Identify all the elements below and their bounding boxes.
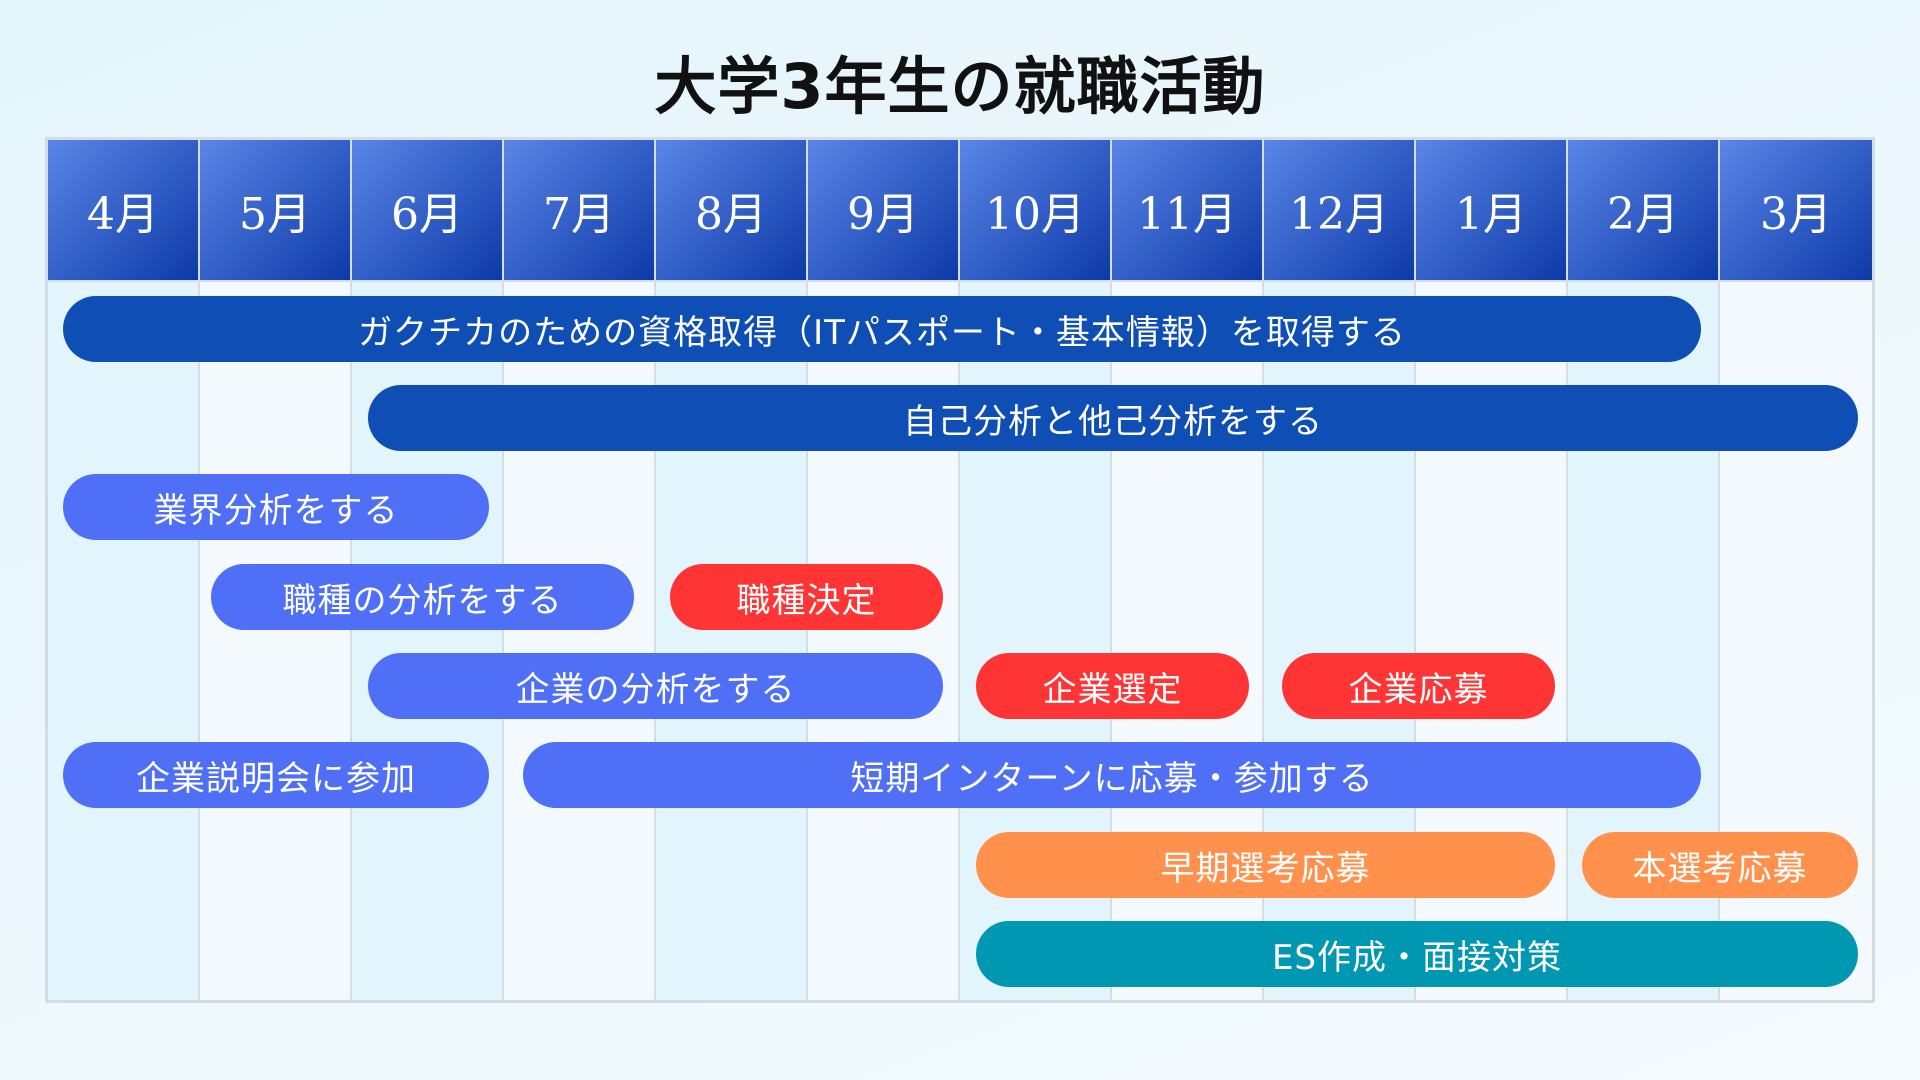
month-header: 6月 [352, 140, 504, 282]
month-header: 2月 [1568, 140, 1720, 282]
month-header: 4月 [48, 140, 200, 282]
task-bar: 企業応募 [1282, 653, 1555, 719]
month-header: 7月 [504, 140, 656, 282]
task-bar: 本選考応募 [1582, 832, 1858, 898]
task-bar: 自己分析と他己分析をする [368, 385, 1858, 451]
task-bar: 職種決定 [670, 564, 943, 630]
task-bar: ガクチカのための資格取得（ITパスポート・基本情報）を取得する [63, 296, 1701, 362]
task-bar: ES作成・面接対策 [976, 921, 1858, 987]
task-bar: 短期インターンに応募・参加する [523, 742, 1701, 808]
task-bar: 早期選考応募 [976, 832, 1555, 898]
month-header: 10月 [960, 140, 1112, 282]
month-header: 8月 [656, 140, 808, 282]
month-column [48, 140, 200, 1000]
task-bar: 業界分析をする [63, 474, 489, 540]
task-bar: 職種の分析をする [211, 564, 634, 630]
task-bar: 企業の分析をする [368, 653, 943, 719]
month-header: 3月 [1720, 140, 1872, 282]
task-bar: 企業説明会に参加 [63, 742, 489, 808]
page-title: 大学3年生の就職活動 [654, 50, 1266, 123]
task-bar: 企業選定 [976, 653, 1249, 719]
month-header: 5月 [200, 140, 352, 282]
month-header: 12月 [1264, 140, 1416, 282]
month-header: 11月 [1112, 140, 1264, 282]
month-header: 1月 [1416, 140, 1568, 282]
month-header: 9月 [808, 140, 960, 282]
